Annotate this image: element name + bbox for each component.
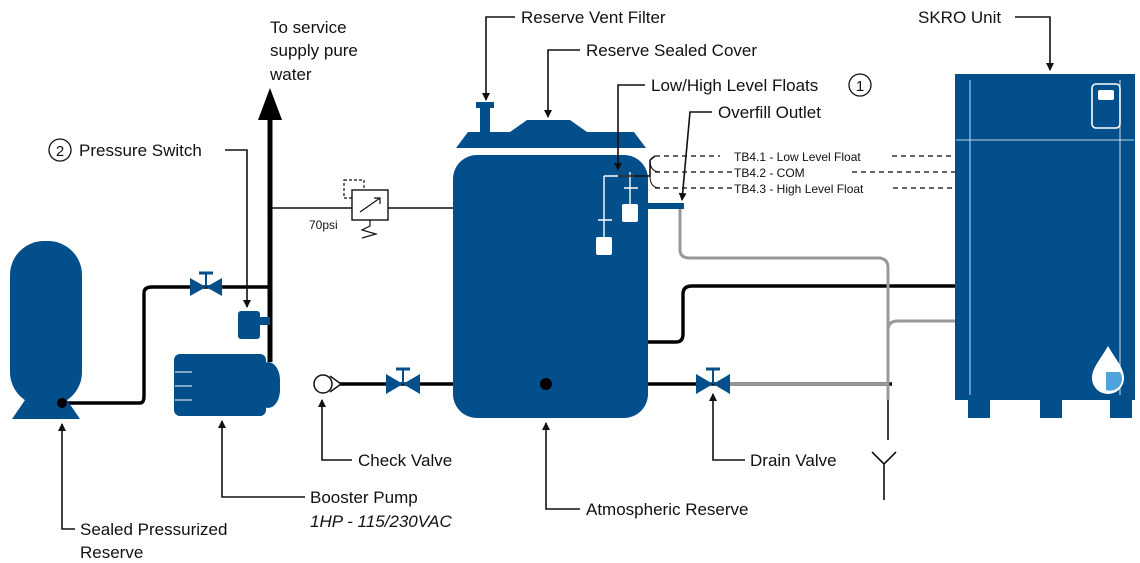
pressure-switch <box>238 311 270 339</box>
reserve-sealed-cover-label: Reserve Sealed Cover <box>586 41 757 60</box>
service-supply-label-1: To service <box>270 18 347 37</box>
booster-pump-label: Booster Pump <box>310 488 418 507</box>
note-1-circle <box>848 73 872 97</box>
note-2-circle <box>48 138 72 162</box>
terminal-tb42-label: TB4.2 - COM <box>734 166 805 180</box>
check-valve <box>313 374 343 394</box>
reserve-vent-filter-label: Reserve Vent Filter <box>521 8 666 27</box>
skro-unit <box>955 74 1135 418</box>
leader-lines <box>58 16 1054 530</box>
booster-pump <box>174 354 280 416</box>
float-wiring <box>618 155 955 189</box>
skro-product-pipe <box>648 284 955 344</box>
terminal-tb43-label: TB4.3 - High Level Float <box>734 182 864 196</box>
relief-pressure-label: 70psi <box>309 218 338 232</box>
overfill-drain-pipe <box>678 208 890 400</box>
service-supply-arrow <box>258 88 282 120</box>
drain-funnel <box>871 451 897 500</box>
skro-drain-pipe <box>886 319 955 331</box>
atmospheric-reserve <box>453 102 684 418</box>
pressure-switch-label: Pressure Switch <box>79 141 202 160</box>
service-supply-label-3: water <box>269 65 312 84</box>
isolation-valve-pressure <box>190 271 222 296</box>
pressure-relief-valve <box>343 179 389 239</box>
sealed-pressurized-reserve <box>10 241 82 419</box>
pipe-network <box>62 88 955 500</box>
terminal-tb41-label: TB4.1 - Low Level Float <box>734 150 861 164</box>
atmospheric-reserve-label: Atmospheric Reserve <box>586 500 749 519</box>
overfill-outlet-label: Overfill Outlet <box>718 103 821 122</box>
sealed-reserve-pipe <box>62 285 270 405</box>
service-supply-label-2: supply pure <box>270 41 358 60</box>
drain-valve <box>696 367 730 394</box>
drain-valve-label: Drain Valve <box>750 451 837 470</box>
isolation-valve-reserve <box>386 367 420 394</box>
note-2-number: 2 <box>56 143 64 160</box>
booster-pump-spec: 1HP - 115/230VAC <box>310 512 452 531</box>
sealed-reserve-label-2: Reserve <box>80 543 143 562</box>
note-1-number: 1 <box>856 78 864 95</box>
skro-unit-label: SKRO Unit <box>918 8 1001 27</box>
level-floats-label: Low/High Level Floats <box>651 76 818 95</box>
check-valve-label: Check Valve <box>358 451 452 470</box>
sealed-reserve-label-1: Sealed Pressurized <box>80 520 227 539</box>
